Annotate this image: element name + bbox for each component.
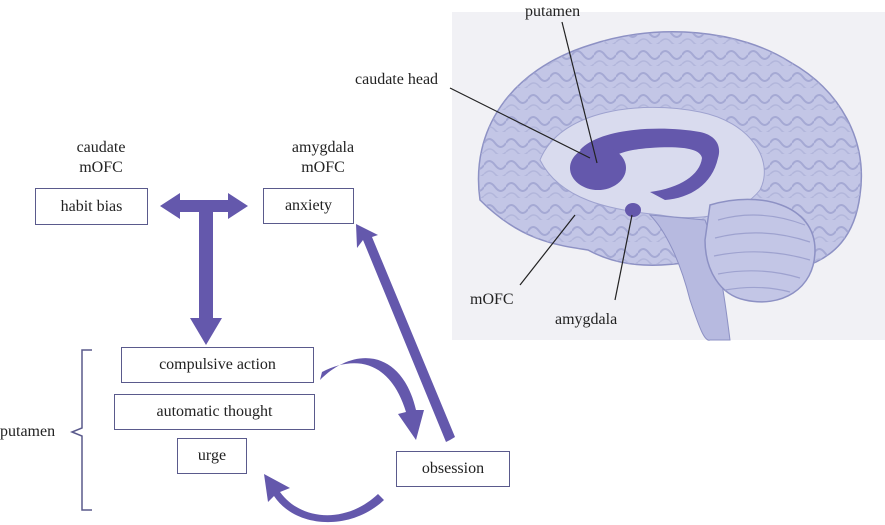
cerebellum bbox=[704, 198, 816, 303]
brain-label-amygdala: amygdala bbox=[555, 311, 618, 328]
label-amygdala-mofc: amygdala mOFC bbox=[278, 138, 368, 178]
caudate-structure bbox=[580, 128, 720, 200]
box-compulsive-action: compulsive action bbox=[121, 347, 314, 383]
curved-arrow-bottom bbox=[264, 474, 384, 523]
brain-label-caudate-head: caudate head bbox=[355, 71, 439, 88]
caudate-head-structure bbox=[570, 146, 626, 190]
box-habit-bias: habit bias bbox=[35, 188, 148, 225]
diagonal-arrow bbox=[356, 224, 455, 442]
label-amygdala: amygdala bbox=[291, 139, 355, 156]
label-caudate-mofc: caudate mOFC bbox=[68, 138, 134, 178]
box-urge: urge bbox=[177, 438, 247, 474]
label-mofc-left: mOFC bbox=[79, 159, 123, 176]
down-arrow bbox=[190, 212, 222, 345]
box-obsession: obsession bbox=[396, 451, 510, 487]
brain-label-mofc: mOFC bbox=[470, 291, 514, 308]
label-caudate: caudate bbox=[76, 139, 126, 156]
label-mofc-right: mOFC bbox=[301, 159, 345, 176]
label-putamen-side: putamen bbox=[0, 423, 56, 440]
amygdala-structure bbox=[625, 203, 641, 217]
putamen-bracket bbox=[69, 349, 92, 511]
box-automatic-thought: automatic thought bbox=[114, 394, 315, 430]
curved-arrow-top bbox=[320, 358, 424, 440]
brain-label-putamen: putamen bbox=[525, 3, 581, 20]
box-anxiety: anxiety bbox=[263, 188, 354, 224]
double-arrow bbox=[160, 193, 248, 219]
